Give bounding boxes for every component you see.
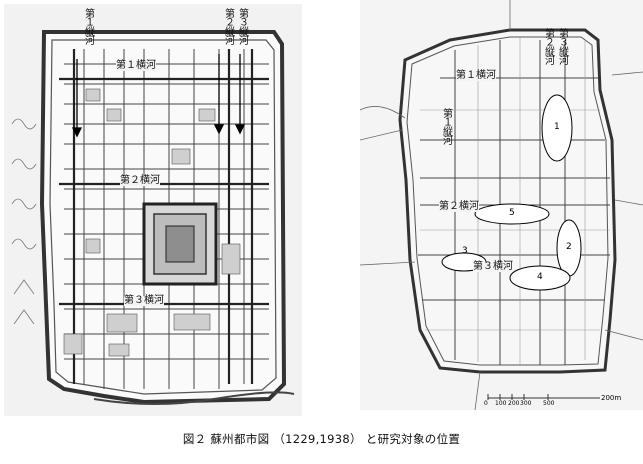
right-canal-h1-label: 第１横河 xyxy=(456,70,496,81)
right-canal-v1-label: 第１縦河 xyxy=(440,108,452,144)
scale-tick-500: 500 xyxy=(543,400,555,407)
right-map-drawing xyxy=(359,0,643,411)
study-area-2-label: 2 xyxy=(566,242,572,252)
scale-tick-200: 200 xyxy=(508,400,520,407)
scale-tick-100: 100 xyxy=(495,400,507,407)
left-canal-h3-label: 第３横河 xyxy=(124,295,164,306)
right-map-1938: 第１縦河 第２縦河 第３縦河 第１横河 第２横河 第３横河 1 2 3 4 5 … xyxy=(359,0,643,411)
scale-end-label: 200m xyxy=(601,394,622,402)
left-canal-v3-label: 第３縦河 xyxy=(236,8,248,44)
study-area-3-label: 3 xyxy=(462,246,468,256)
scale-tick-300: 300 xyxy=(520,400,532,407)
left-canal-v2-label: 第２縦河 xyxy=(222,8,234,44)
left-map-drawing xyxy=(4,4,302,416)
study-area-1-label: 1 xyxy=(554,122,560,132)
study-area-5-label: 5 xyxy=(509,208,515,218)
figure-caption: 図２ 蘇州都市図 （1229,1938） と研究対象の位置 xyxy=(182,432,461,446)
right-canal-h3-label: 第３横河 xyxy=(473,261,513,272)
right-canal-v2-label: 第２縦河 xyxy=(542,28,554,64)
left-canal-h2-label: 第２横河 xyxy=(120,175,160,186)
study-area-4-label: 4 xyxy=(537,272,543,282)
left-map-1229: 第１縦河 第２縦河 第３縦河 第１横河 第２横河 第３横河 xyxy=(4,4,302,416)
left-canal-h1-label: 第１横河 xyxy=(116,60,156,71)
scale-tick-0: 0 xyxy=(484,400,488,407)
right-canal-h2-label: 第２横河 xyxy=(439,201,479,212)
right-canal-v3-label: 第３縦河 xyxy=(556,28,568,64)
left-canal-v1-label: 第１縦河 xyxy=(82,8,94,44)
